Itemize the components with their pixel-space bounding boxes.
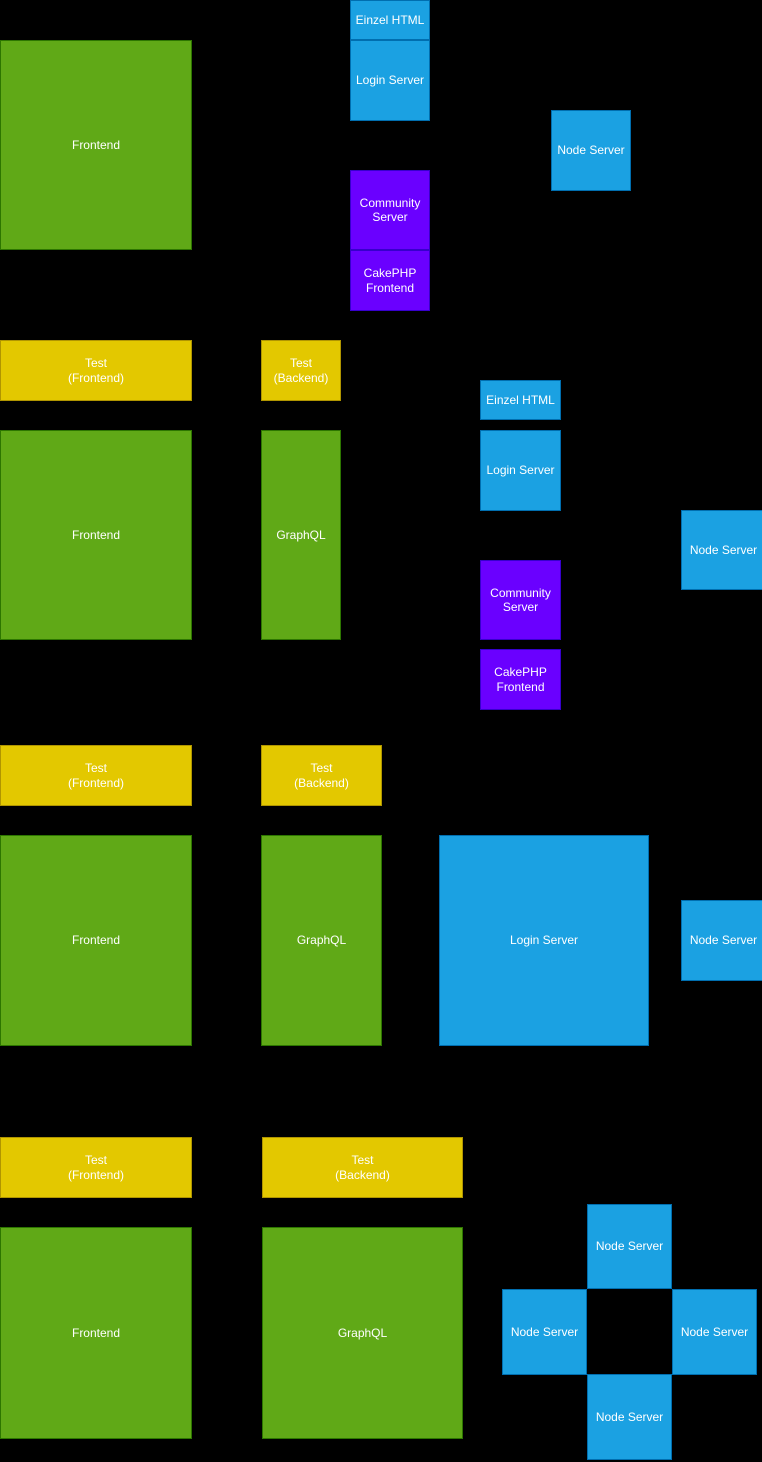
s4-node-server-bottom[interactable]: Node Server — [587, 1374, 672, 1460]
s1-einzel-html[interactable]: Einzel HTML — [350, 0, 430, 40]
s1-community-server-label: Community Server — [359, 195, 421, 224]
s1-cakephp-frontend-label: CakePHP Frontend — [363, 266, 417, 295]
s2-einzel-html[interactable]: Einzel HTML — [480, 380, 561, 420]
s3-test-frontend[interactable]: Test (Frontend) — [0, 745, 192, 806]
s4-graphql-label: GraphQL — [337, 1325, 388, 1340]
s1-node-server[interactable]: Node Server — [551, 110, 631, 191]
s4-node-server-top-label: Node Server — [595, 1239, 664, 1254]
s3-node-server-label: Node Server — [689, 933, 758, 948]
s3-test-backend[interactable]: Test (Backend) — [261, 745, 382, 806]
s2-login-server-label: Login Server — [486, 463, 555, 478]
s4-test-frontend[interactable]: Test (Frontend) — [0, 1137, 192, 1198]
s2-graphql[interactable]: GraphQL — [261, 430, 341, 640]
s2-test-backend[interactable]: Test (Backend) — [261, 340, 341, 401]
s2-test-backend-label: Test (Backend) — [273, 356, 329, 385]
s4-test-backend-label: Test (Backend) — [335, 1153, 390, 1182]
s4-frontend-label: Frontend — [71, 1325, 121, 1340]
s4-node-server-right[interactable]: Node Server — [672, 1289, 757, 1375]
s3-login-server[interactable]: Login Server — [439, 835, 649, 1046]
s2-frontend-label: Frontend — [71, 527, 121, 542]
s4-test-backend[interactable]: Test (Backend) — [262, 1137, 463, 1198]
s4-node-server-left[interactable]: Node Server — [502, 1289, 587, 1375]
s2-einzel-html-label: Einzel HTML — [486, 392, 555, 407]
s2-test-frontend-label: Test (Frontend) — [67, 356, 125, 385]
s3-frontend[interactable]: Frontend — [0, 835, 192, 1046]
s3-test-frontend-label: Test (Frontend) — [67, 761, 125, 790]
s2-node-server-label: Node Server — [689, 542, 758, 557]
s1-einzel-html-label: Einzel HTML — [355, 12, 425, 27]
s4-node-server-left-label: Node Server — [510, 1324, 579, 1339]
s4-graphql[interactable]: GraphQL — [262, 1227, 463, 1439]
s4-node-server-bottom-label: Node Server — [595, 1409, 664, 1424]
s1-login-server[interactable]: Login Server — [350, 40, 430, 121]
s2-test-frontend[interactable]: Test (Frontend) — [0, 340, 192, 401]
s4-test-frontend-label: Test (Frontend) — [67, 1153, 125, 1182]
s3-node-server[interactable]: Node Server — [681, 900, 762, 981]
s2-cakephp-frontend[interactable]: CakePHP Frontend — [480, 649, 561, 710]
s1-frontend-label: Frontend — [71, 137, 121, 152]
s2-node-server[interactable]: Node Server — [681, 510, 762, 590]
s3-login-server-label: Login Server — [509, 933, 579, 948]
s3-test-backend-label: Test (Backend) — [294, 761, 349, 790]
s2-community-server-label: Community Server — [490, 585, 551, 614]
s2-community-server[interactable]: Community Server — [480, 560, 561, 640]
s1-community-server[interactable]: Community Server — [350, 170, 430, 250]
s3-graphql-label: GraphQL — [296, 933, 347, 948]
s3-frontend-label: Frontend — [71, 933, 121, 948]
s2-frontend[interactable]: Frontend — [0, 430, 192, 640]
s1-cakephp-frontend[interactable]: CakePHP Frontend — [350, 250, 430, 311]
s2-login-server[interactable]: Login Server — [480, 430, 561, 511]
s2-cakephp-frontend-label: CakePHP Frontend — [494, 665, 547, 694]
s1-node-server-label: Node Server — [557, 143, 625, 158]
s1-login-server-label: Login Server — [355, 73, 425, 88]
s4-node-server-top[interactable]: Node Server — [587, 1204, 672, 1289]
s4-frontend[interactable]: Frontend — [0, 1227, 192, 1439]
s1-frontend[interactable]: Frontend — [0, 40, 192, 250]
s3-graphql[interactable]: GraphQL — [261, 835, 382, 1046]
s2-graphql-label: GraphQL — [276, 527, 326, 542]
s4-node-server-right-label: Node Server — [680, 1324, 749, 1339]
